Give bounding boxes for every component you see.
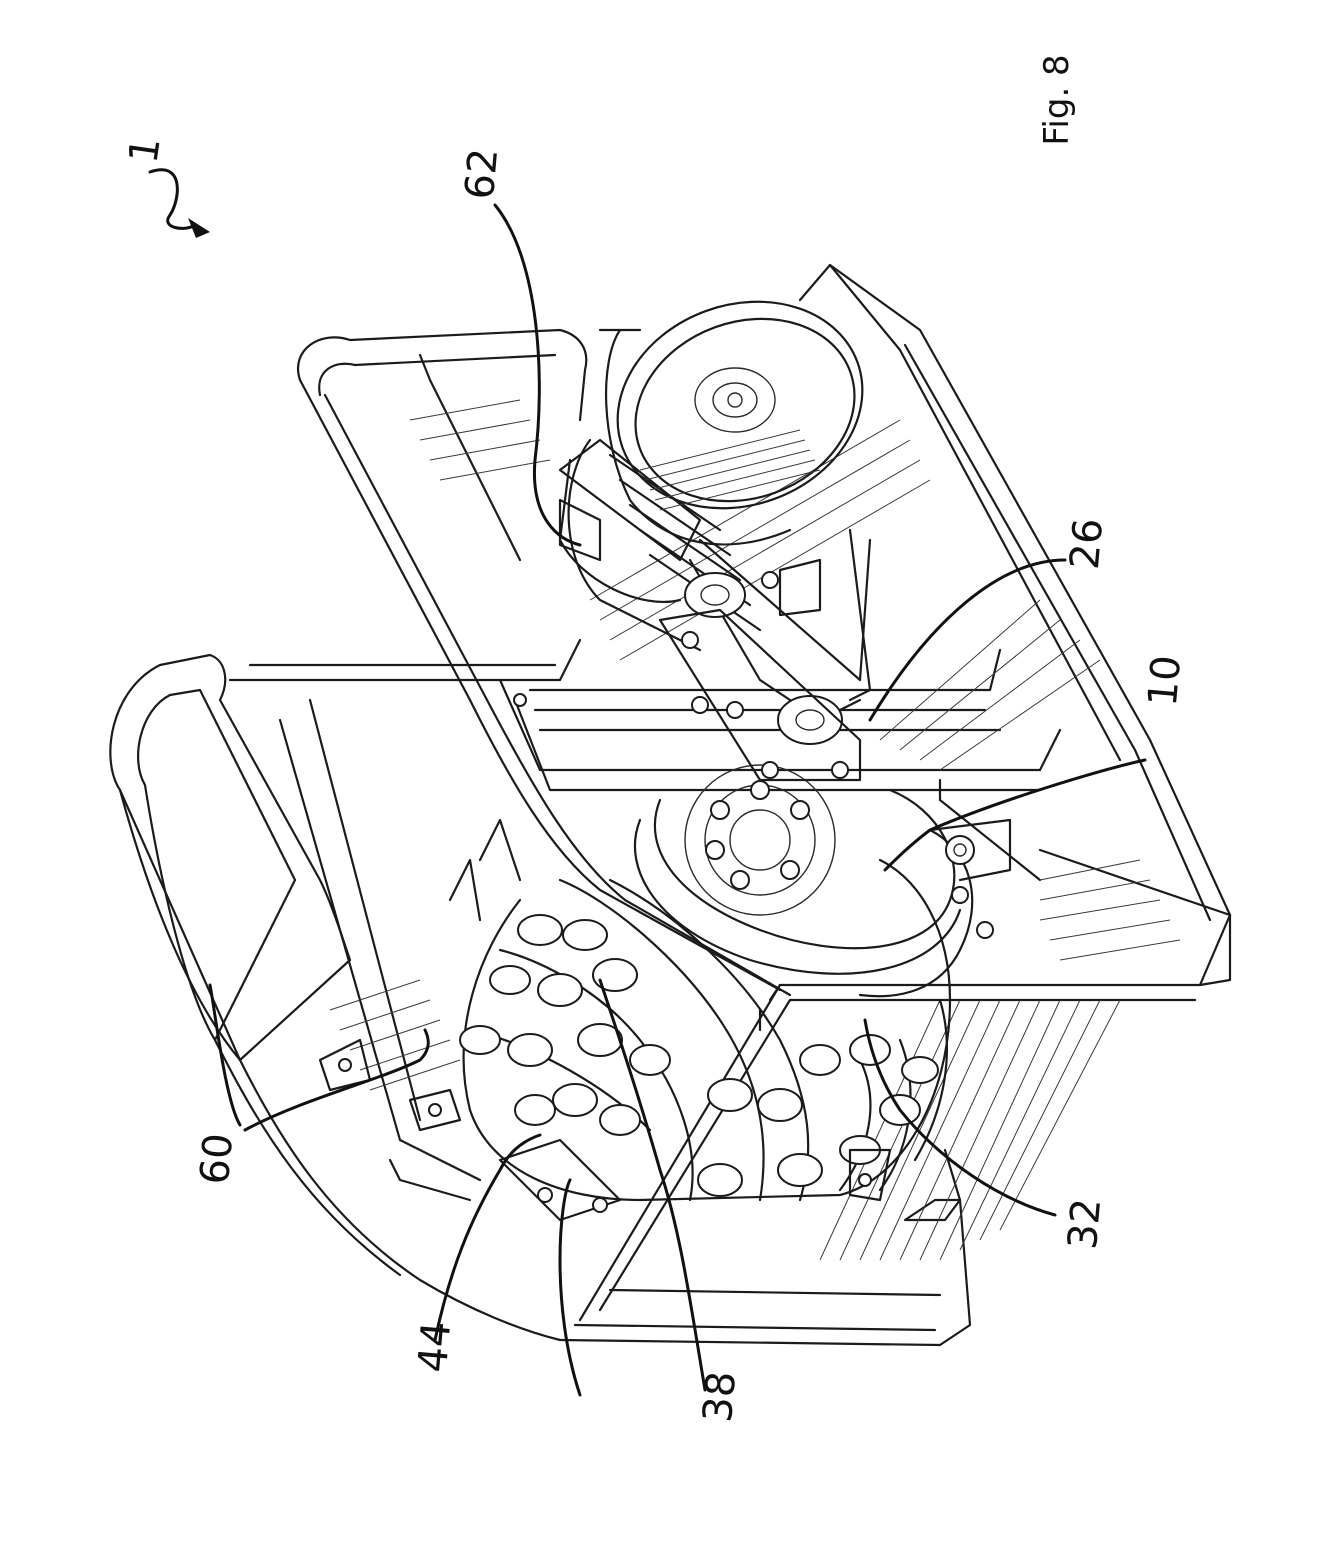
ref-label-10: 10 [1140,654,1190,709]
ref-label-44: 44 [410,1320,460,1375]
ref-label-38: 38 [695,1370,745,1425]
leader-lines [208,203,1147,1397]
box-frame [228,263,1232,1347]
figure-label: Fig. 8 [1037,54,1077,145]
ref-label-1: 1 [121,134,170,166]
drum-body [459,858,952,1202]
tubular-frame [109,328,792,1342]
ref-label-32: 32 [1060,1197,1110,1252]
reference-numerals: 1 62 26 10 60 44 38 32 [121,134,1191,1424]
mount-brackets [318,693,892,1222]
motor-assembly [558,300,872,782]
ref-label-62: 62 [457,147,507,202]
ref-label-26: 26 [1062,517,1112,572]
floor-hatching [329,399,1181,1261]
arrow-ref-1 [148,168,210,238]
ref-label-60: 60 [192,1132,242,1187]
end-cover [634,764,1012,998]
